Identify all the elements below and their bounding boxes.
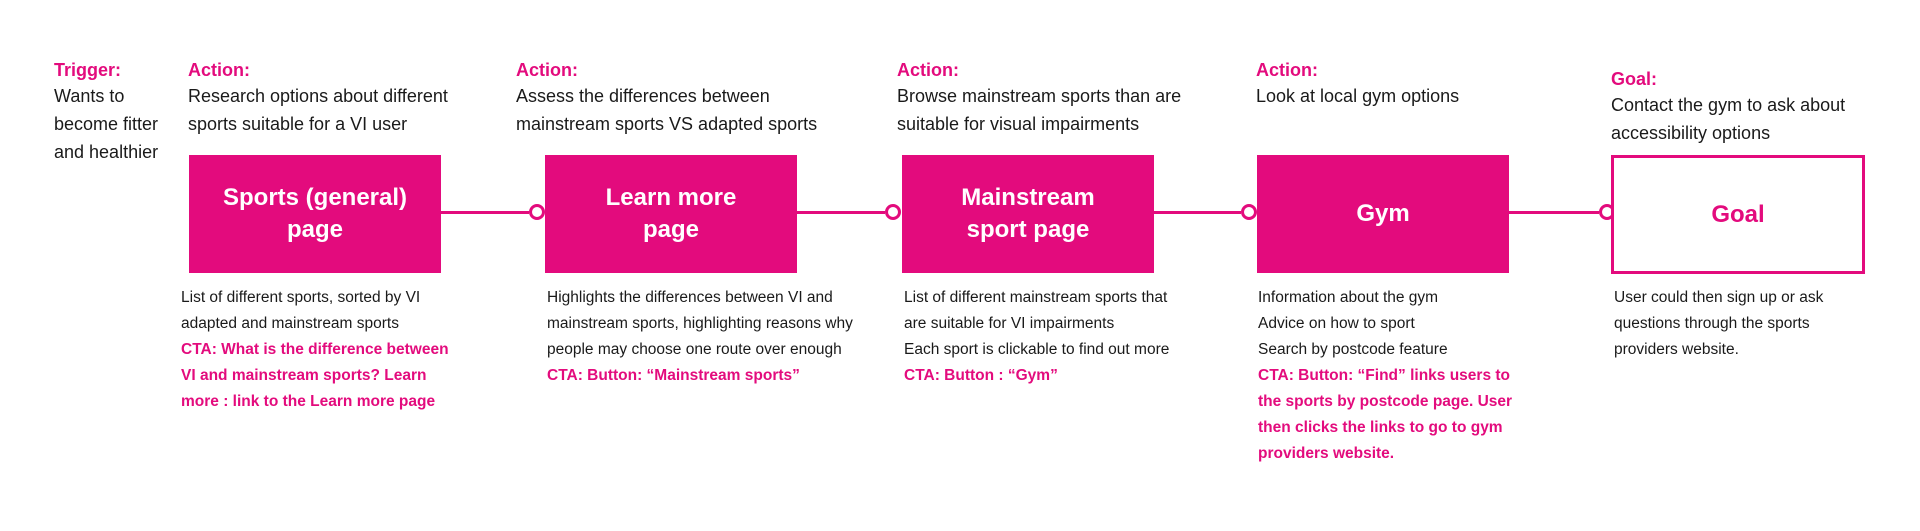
note-line: Advice on how to sport [1258, 315, 1415, 332]
note-line: providers website. [1614, 341, 1739, 358]
goal-line: Contact the gym to ask about [1611, 95, 1846, 115]
cta-line: providers website. [1258, 445, 1395, 462]
goal-line: accessibility options [1611, 123, 1771, 143]
step-4-heading: Action: [1256, 60, 1318, 80]
trigger-text: Wants to become fitter and healthier [54, 82, 194, 166]
note-line: Highlights the differences between VI an… [547, 289, 833, 306]
step-2-box: Learn more page [545, 155, 797, 273]
step-2-action-text: Assess the differences between mainstrea… [516, 82, 846, 138]
connector-line [797, 211, 885, 214]
step-1-box: Sports (general) page [189, 155, 441, 273]
step-3-box: Mainstream sport page [902, 155, 1154, 273]
connector-node [885, 204, 901, 220]
step-4-box: Gym [1257, 155, 1509, 273]
step-1-heading: Action: [188, 60, 250, 80]
trigger-line: and healthier [54, 142, 159, 162]
action-line: suitable for visual impairments [897, 114, 1140, 134]
connector-node [529, 204, 545, 220]
step-2-notes: Highlights the differences between VI an… [547, 285, 867, 389]
cta-line: CTA: Button : “Gym” [904, 367, 1058, 384]
note-line: questions through the sports [1614, 315, 1810, 332]
step-4-notes: Information about the gym Advice on how … [1258, 285, 1548, 467]
trigger-line: Wants to [54, 86, 125, 106]
step-1-notes: List of different sports, sorted by VI a… [181, 285, 471, 415]
connector-line [1154, 211, 1241, 214]
cta-line: then clicks the links to go to gym [1258, 419, 1503, 436]
connector-line [441, 211, 529, 214]
action-line: Look at local gym options [1256, 86, 1460, 106]
step-1-action-text: Research options about different sports … [188, 82, 488, 138]
cta-line: CTA: What is the difference between [181, 341, 449, 358]
cta-line: CTA: Button: “Mainstream sports” [547, 367, 800, 384]
action-line: Research options about different [188, 86, 448, 106]
cta-line: the sports by postcode page. User [1258, 393, 1513, 410]
step-1-box-label: Sports (general) page [222, 184, 408, 243]
note-line: Information about the gym [1258, 289, 1439, 306]
note-line: are suitable for VI impairments [904, 315, 1115, 332]
cta-line: more : link to the Learn more page [181, 393, 436, 410]
note-line: mainstream sports, highlighting reasons … [547, 315, 853, 332]
step-4-box-label: Gym [1356, 200, 1410, 227]
trigger-line: become fitter [54, 114, 159, 134]
step-4-action-text: Look at local gym options [1256, 82, 1556, 110]
action-line: Browse mainstream sports than are [897, 86, 1182, 106]
step-2-box-label: Learn more page [605, 184, 737, 243]
cta-line: CTA: Button: “Find” links users to [1258, 367, 1511, 384]
step-2-heading: Action: [516, 60, 578, 80]
trigger-heading: Trigger: [54, 60, 122, 80]
note-line: List of different mainstream sports that [904, 289, 1168, 306]
goal-heading: Goal: [1611, 69, 1658, 89]
note-line: Each sport is clickable to find out more [904, 341, 1170, 358]
action-line: Assess the differences between [516, 86, 770, 106]
note-line: people may choose one route over enough [547, 341, 842, 358]
step-3-action-text: Browse mainstream sports than are suitab… [897, 82, 1217, 138]
step-3-notes: List of different mainstream sports that… [904, 285, 1204, 389]
note-line: List of different sports, sorted by VI [181, 289, 421, 306]
goal-box: Goal [1611, 155, 1865, 274]
note-line: adapted and mainstream sports [181, 315, 399, 332]
connector-node [1241, 204, 1257, 220]
step-3-heading: Action: [897, 60, 959, 80]
action-line: mainstream sports VS adapted sports [516, 114, 818, 134]
action-line: sports suitable for a VI user [188, 114, 408, 134]
connector-line [1509, 211, 1599, 214]
cta-line: VI and mainstream sports? Learn [181, 367, 427, 384]
goal-text: Contact the gym to ask about accessibili… [1611, 91, 1911, 147]
step-3-box-label: Mainstream sport page [961, 184, 1095, 243]
note-line: User could then sign up or ask [1614, 289, 1824, 306]
note-line: Search by postcode feature [1258, 341, 1448, 358]
goal-box-label: Goal [1711, 200, 1765, 228]
goal-notes: User could then sign up or ask questions… [1614, 285, 1894, 363]
